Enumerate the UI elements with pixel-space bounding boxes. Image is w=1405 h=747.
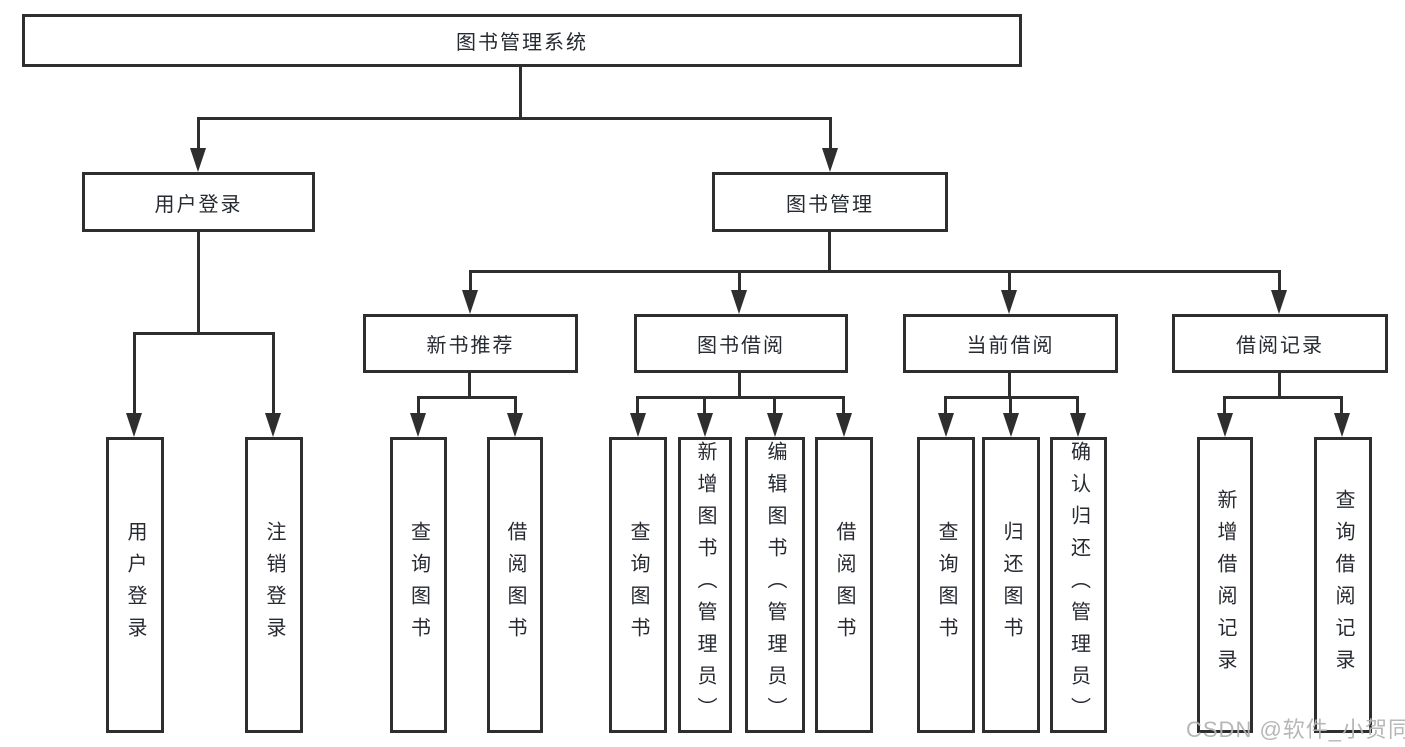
connector-records-rail <box>1224 396 1343 399</box>
arrowhead-icon <box>822 148 838 172</box>
connector-l2-drop-left <box>197 117 200 151</box>
node-book-management: 图书管理 <box>712 172 948 232</box>
node-label: 借阅记录 <box>1236 335 1324 357</box>
arrowhead-icon <box>630 413 646 437</box>
node-label: 图书借阅 <box>697 335 785 357</box>
connector-newbook-rail <box>417 396 517 399</box>
connector-l2-rail <box>197 117 832 120</box>
arrowhead-icon <box>1271 290 1287 314</box>
connector-l3-rail <box>469 270 1281 273</box>
leaf-borrow-books-borrow: 借阅图书 <box>815 437 873 733</box>
leaf-label: 归还图书 <box>1000 521 1022 649</box>
arrowhead-icon <box>507 413 523 437</box>
node-label: 当前借阅 <box>966 335 1055 357</box>
arrowhead-icon <box>767 413 783 437</box>
arrowhead-icon <box>836 413 852 437</box>
arrowhead-icon <box>1003 413 1019 437</box>
leaf-label: 编辑图书（管理员） <box>764 441 786 729</box>
connector-current-drop-3 <box>1076 396 1079 415</box>
connector-mgmt-stem <box>828 232 831 273</box>
connector-current-rail <box>945 396 1079 399</box>
node-new-book-recommend: 新书推荐 <box>363 314 578 373</box>
leaf-label: 查询借阅记录 <box>1332 489 1354 681</box>
node-label: 用户登录 <box>154 193 243 216</box>
connector-borrow-drop-4 <box>842 396 845 415</box>
connector-records-drop-1 <box>1223 396 1226 415</box>
leaf-user-login: 用户登录 <box>106 437 164 733</box>
node-current-borrowing: 当前借阅 <box>903 314 1118 373</box>
leaf-label: 查询图书 <box>407 521 430 649</box>
connector-l2-drop-right <box>829 117 832 151</box>
connector-current-drop-2 <box>1009 396 1012 415</box>
connector-l3-drop-2 <box>738 270 741 293</box>
leaf-add-borrow-record: 新增借阅记录 <box>1197 437 1253 733</box>
node-user-login: 用户登录 <box>82 172 315 232</box>
node-library-system: 图书管理系统 <box>22 14 1022 67</box>
leaf-label: 查询图书 <box>627 521 649 649</box>
connector-borrow-drop-3 <box>773 396 776 415</box>
arrowhead-icon <box>1070 413 1086 437</box>
connector-borrow-drop-2 <box>703 396 706 415</box>
connector-records-stem <box>1278 373 1281 399</box>
leaf-label: 用户登录 <box>124 521 146 649</box>
connector-records-drop-2 <box>1340 396 1343 415</box>
connector-root-stem <box>519 67 522 119</box>
leaf-label: 借阅图书 <box>504 521 526 649</box>
connector-login-drop-right <box>272 332 275 415</box>
leaf-logout: 注销登录 <box>245 437 303 733</box>
leaf-borrow-books-newrec: 借阅图书 <box>487 437 543 733</box>
connector-l3-drop-3 <box>1008 270 1011 293</box>
arrowhead-icon <box>697 413 713 437</box>
leaf-query-books-newrec: 查询图书 <box>390 437 447 733</box>
csdn-watermark: CSDN @软件_小贺同学 <box>1186 717 1405 742</box>
leaf-label: 新增图书（管理员） <box>694 441 716 729</box>
connector-current-stem <box>1008 373 1011 399</box>
node-book-borrowing: 图书借阅 <box>634 314 848 373</box>
arrowhead-icon <box>731 290 747 314</box>
arrowhead-icon <box>190 148 206 172</box>
connector-borrow-drop-1 <box>636 396 639 415</box>
arrowhead-icon <box>126 413 142 437</box>
arrowhead-icon <box>462 290 478 314</box>
leaf-query-books-borrow: 查询图书 <box>609 437 667 733</box>
arrowhead-icon <box>938 413 954 437</box>
connector-login-drop-left <box>133 332 136 415</box>
leaf-label: 确认归还（管理员） <box>1067 441 1090 729</box>
leaf-add-books-admin: 新增图书（管理员） <box>678 437 732 733</box>
leaf-query-books-current: 查询图书 <box>917 437 975 733</box>
leaf-return-books: 归还图书 <box>982 437 1040 733</box>
leaf-label: 新增借阅记录 <box>1214 489 1236 681</box>
node-borrowing-records: 借阅记录 <box>1172 314 1388 373</box>
connector-borrow-rail <box>637 396 845 399</box>
connector-login-rail <box>133 332 275 335</box>
leaf-confirm-return-admin: 确认归还（管理员） <box>1050 437 1107 733</box>
connector-newbook-drop-2 <box>514 396 517 415</box>
leaf-label: 注销登录 <box>263 521 285 649</box>
node-label: 新书推荐 <box>426 335 515 357</box>
node-label: 图书管理 <box>786 193 874 216</box>
connector-current-drop-1 <box>944 396 947 415</box>
leaf-edit-books-admin: 编辑图书（管理员） <box>745 437 805 733</box>
arrowhead-icon <box>265 413 281 437</box>
connector-l3-drop-1 <box>469 270 472 293</box>
arrowhead-icon <box>1001 290 1017 314</box>
connector-newbook-drop-1 <box>417 396 420 415</box>
connector-l3-drop-4 <box>1278 270 1281 293</box>
leaf-query-borrow-record: 查询借阅记录 <box>1314 437 1372 733</box>
leaf-label: 查询图书 <box>935 521 957 649</box>
arrowhead-icon <box>410 413 426 437</box>
leaf-label: 借阅图书 <box>833 521 855 649</box>
connector-borrow-stem <box>738 373 741 399</box>
node-label: 图书管理系统 <box>456 32 588 54</box>
connector-login-stem <box>197 232 200 335</box>
arrowhead-icon <box>1334 413 1350 437</box>
arrowhead-icon <box>1217 413 1233 437</box>
connector-newbook-stem <box>468 373 471 399</box>
